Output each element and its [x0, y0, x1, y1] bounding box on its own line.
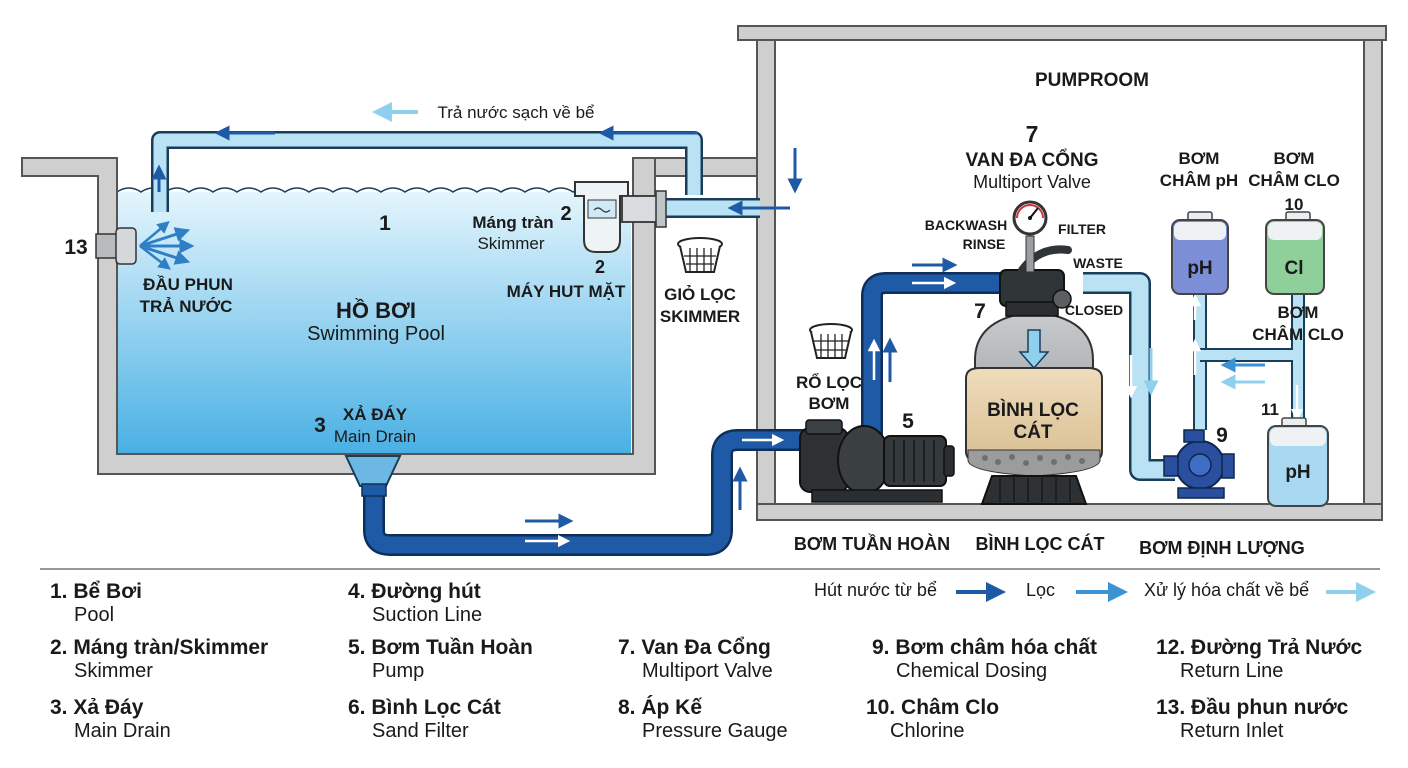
inlet-label-2: TRẢ NƯỚC	[140, 297, 233, 316]
chlorine-tank	[1265, 211, 1325, 295]
pool-subtitle: Swimming Pool	[307, 323, 445, 345]
inlet-number: 13	[64, 236, 87, 259]
valve-filter: FILTER	[1058, 221, 1106, 237]
flow-arrows	[151, 125, 1304, 548]
valve-number: 7	[1026, 121, 1039, 147]
return-inlet	[95, 220, 195, 270]
cl-tank-label: Cl	[1285, 258, 1304, 279]
multiport-valve	[999, 235, 1072, 317]
ph-tank	[1171, 211, 1229, 295]
drain-title: XẢ ĐÁY	[343, 405, 408, 424]
pool-water	[117, 192, 631, 454]
pump-basket-label-1: RỔ LỌC	[796, 373, 862, 392]
ph-tank-label: pH	[1187, 258, 1212, 279]
tank11-label: pH	[1285, 462, 1310, 483]
valve-backwash: BACKWASH	[925, 217, 1007, 233]
pump-number: 5	[902, 410, 914, 433]
flow-legend-return: Xử lý hóa chất về bể	[1144, 580, 1310, 600]
valve-title: VAN ĐA CỔNG	[966, 149, 1099, 171]
pool-title: HỒ BƠI	[336, 298, 416, 323]
main-drain	[344, 455, 402, 497]
clo-pump-label-1: BƠM	[1274, 149, 1315, 168]
bottom-pump-label: BƠM TUẦN HOÀN	[794, 533, 950, 554]
ph-pump-label-1: BƠM	[1179, 149, 1220, 168]
sand-filter	[965, 310, 1103, 505]
tank-11	[1267, 417, 1329, 507]
flow-legend-suction: Hút nước từ bể	[814, 580, 937, 600]
drain-subtitle: Main Drain	[334, 427, 416, 446]
clo-number: 10	[1285, 195, 1304, 214]
tank11-number: 11	[1261, 400, 1279, 419]
bottom-dosing-label: BƠM ĐỊNH LƯỢNG	[1139, 538, 1305, 558]
flow-legend-filter: Lọc	[1026, 580, 1056, 600]
valve-number-2: 7	[974, 300, 986, 323]
drain-number: 3	[314, 414, 326, 437]
valve-closed: CLOSED	[1065, 302, 1123, 318]
skimmer-basket-label-2: SKIMMER	[660, 307, 740, 326]
inlet-label-1: ĐẦU PHUN	[143, 275, 233, 294]
pump-basket-label-2: BƠM	[809, 394, 850, 413]
water-surface	[116, 187, 622, 193]
skimmer-vac-label: MÁY HUT MẶT	[507, 282, 626, 301]
pool-number: 1	[379, 212, 391, 235]
valve-subtitle: Multiport Valve	[973, 172, 1091, 192]
return-note: Trả nước sạch về bể	[437, 103, 594, 122]
circulation-pump	[799, 419, 955, 503]
pump-basket-icon	[809, 323, 853, 359]
dosing-pump	[1163, 429, 1235, 499]
skimmer-number: 2	[560, 203, 571, 225]
skimmer-basket-label-1: GIỎ LỌC	[664, 285, 736, 304]
pool-structure	[21, 157, 758, 475]
suction-line	[363, 272, 1010, 556]
clo-pump-label-3: BƠM	[1278, 303, 1319, 322]
ph-pump-label-2: CHÂM pH	[1160, 171, 1238, 190]
pumproom-walls	[737, 25, 1387, 521]
pressure-gauge-icon	[1012, 200, 1048, 236]
skimmer	[574, 181, 667, 253]
filter-label-1: BÌNH LỌC	[987, 399, 1079, 421]
filter-label-2: CÁT	[1013, 421, 1052, 443]
clo-pump-label-4: CHÂM CLO	[1252, 325, 1344, 344]
clo-pump-label-2: CHÂM CLO	[1248, 171, 1340, 190]
valve-rinse: RINSE	[963, 236, 1006, 252]
valve-waste: WASTE	[1073, 255, 1123, 271]
skimmer-basket-icon	[677, 237, 723, 273]
pumproom-title: PUMPROOM	[1035, 70, 1149, 91]
bottom-filter-label: BÌNH LỌC CÁT	[976, 533, 1105, 554]
skimmer-subtitle: Skimmer	[477, 234, 544, 253]
skimmer-number-2: 2	[595, 257, 605, 277]
dosing-number: 9	[1216, 424, 1228, 447]
skimmer-title: Máng tràn	[472, 213, 553, 232]
